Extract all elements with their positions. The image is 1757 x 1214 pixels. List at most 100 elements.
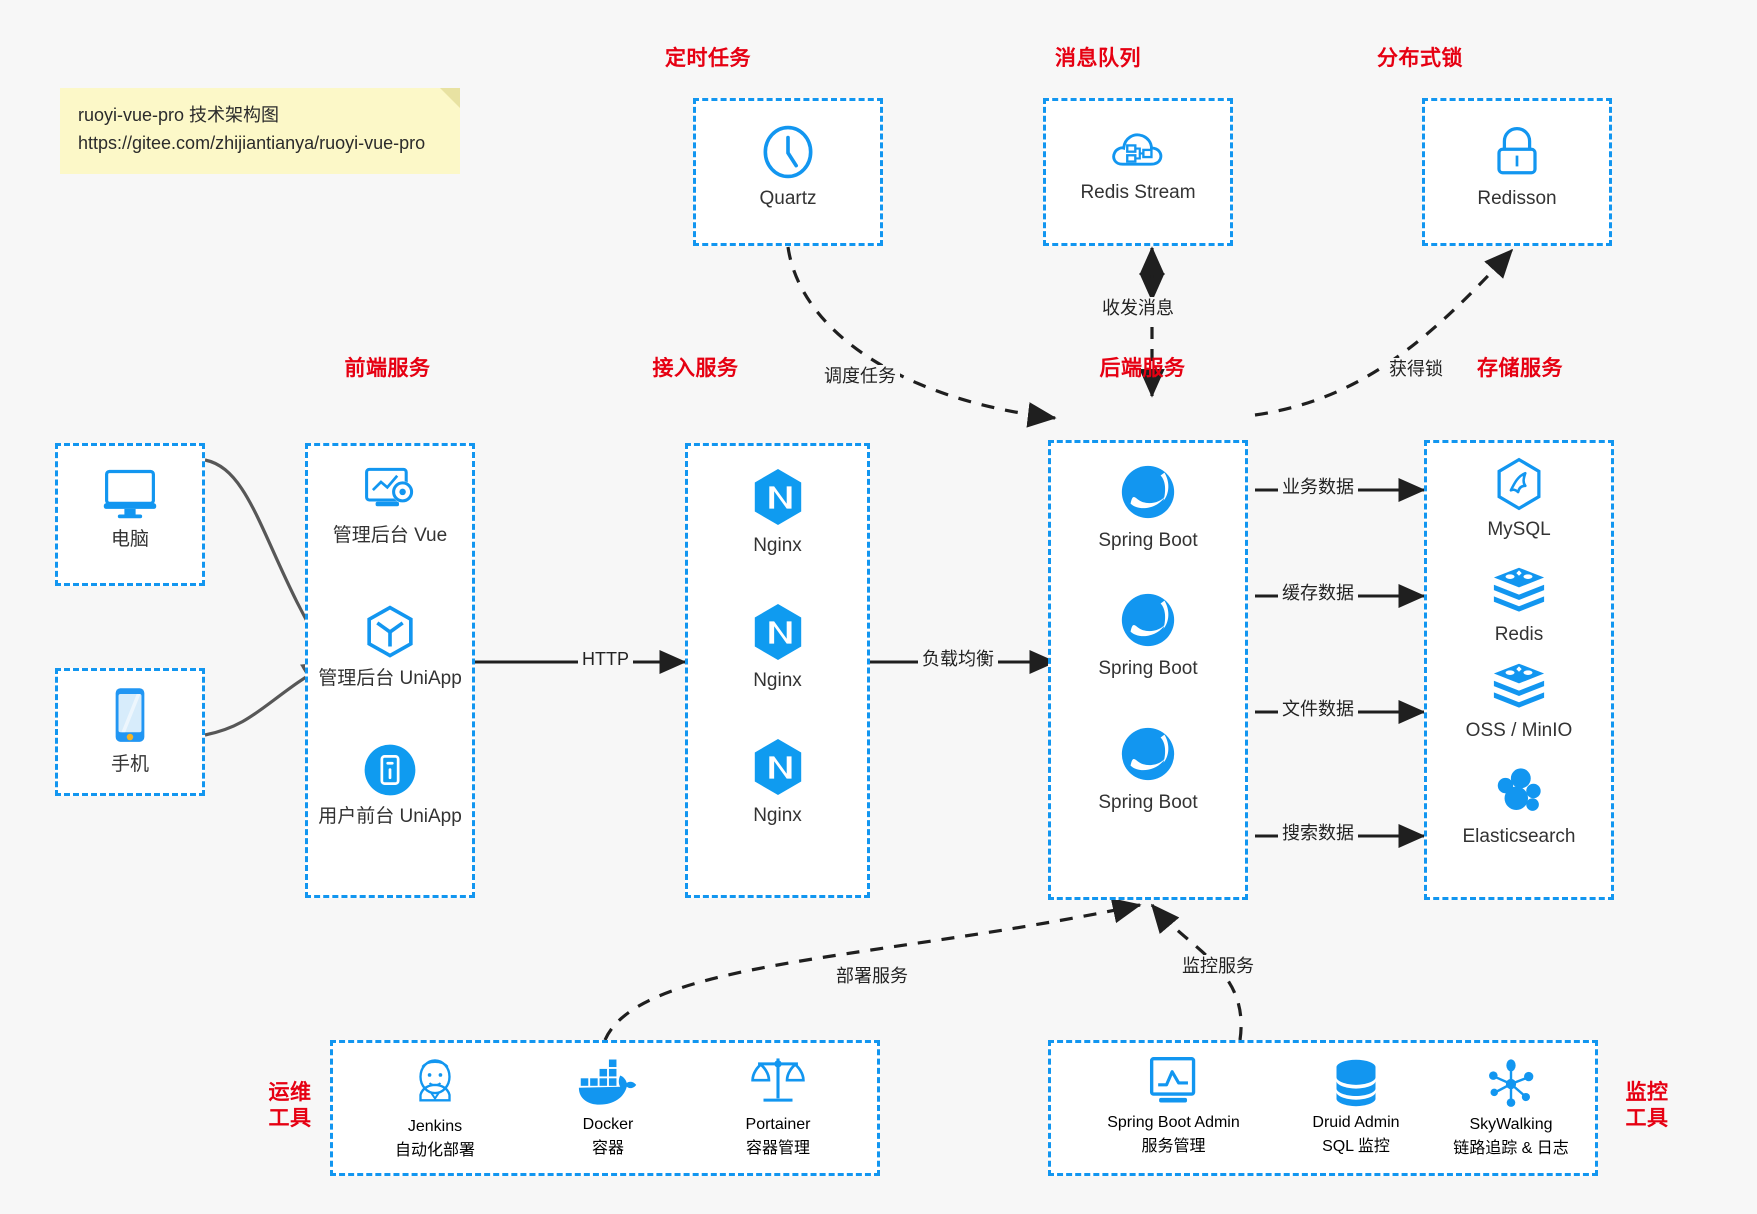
monitor-title-line-2: 工具 bbox=[1625, 1107, 1669, 1131]
node-skywalking[interactable]: SkyWalking 链路追踪 & 日志 bbox=[1421, 1057, 1601, 1158]
node-label: Nginx bbox=[753, 670, 802, 691]
node-jenkins[interactable]: Jenkins 自动化部署 bbox=[355, 1055, 515, 1160]
group-box-ops-tools: Jenkins 自动化部署 Docker 容器 bbox=[330, 1040, 880, 1176]
node-spring-boot-2[interactable]: Spring Boot bbox=[1051, 589, 1245, 682]
edge-label-monitor-service: 监控服务 bbox=[1178, 955, 1258, 979]
node-spring-boot-admin[interactable]: Spring Boot Admin 服务管理 bbox=[1066, 1055, 1281, 1156]
spring-boot-icon bbox=[1121, 727, 1175, 781]
node-label: Nginx bbox=[753, 805, 802, 826]
node-label: 管理后台 Vue bbox=[332, 525, 448, 546]
node-label: OSS / MinIO bbox=[1465, 720, 1573, 741]
node-elasticsearch[interactable]: Elasticsearch bbox=[1427, 763, 1611, 850]
node-docker[interactable]: Docker 容器 bbox=[528, 1055, 688, 1158]
nginx-icon bbox=[754, 468, 801, 526]
diagram-note: ruoyi-vue-pro 技术架构图 https://gitee.com/zh… bbox=[60, 88, 460, 174]
node-redisson[interactable]: Redisson bbox=[1425, 123, 1609, 212]
node-label: Spring Boot bbox=[1098, 658, 1198, 679]
dashboard-gear-icon bbox=[365, 467, 414, 507]
node-label: Redisson bbox=[1477, 188, 1557, 209]
node-label: Nginx bbox=[753, 535, 802, 556]
node-sublabel: 自动化部署 bbox=[394, 1142, 475, 1159]
note-fold-corner bbox=[440, 88, 460, 108]
node-spring-boot-1[interactable]: Spring Boot bbox=[1051, 461, 1245, 554]
redis-icon bbox=[1493, 663, 1545, 708]
group-title-distributed-lock: 分布式锁 bbox=[1377, 47, 1463, 70]
node-redis-stream[interactable]: Redis Stream bbox=[1046, 123, 1230, 206]
clock-icon bbox=[763, 125, 813, 179]
edge-label-cache-data: 缓存数据 bbox=[1278, 582, 1358, 606]
note-line-2: https://gitee.com/zhijiantianya/ruoyi-vu… bbox=[78, 132, 426, 153]
nginx-icon bbox=[754, 603, 801, 661]
edge-label-schedule-task: 调度任务 bbox=[820, 365, 900, 389]
node-redis[interactable]: Redis bbox=[1427, 565, 1611, 648]
redis-icon bbox=[1493, 567, 1545, 612]
edge-label-http: HTTP bbox=[578, 648, 633, 672]
node-sublabel: SQL 监控 bbox=[1322, 1138, 1390, 1155]
edge-label-file-data: 文件数据 bbox=[1278, 698, 1358, 722]
group-title-scheduled-task: 定时任务 bbox=[665, 47, 751, 70]
node-sublabel: 容器管理 bbox=[745, 1140, 810, 1157]
node-label: 电脑 bbox=[110, 529, 149, 550]
node-label: SkyWalking bbox=[1469, 1116, 1553, 1133]
node-nginx-2[interactable]: Nginx bbox=[688, 601, 867, 694]
note-line-1: ruoyi-vue-pro 技术架构图 bbox=[78, 105, 280, 125]
node-label: Quartz bbox=[759, 188, 817, 209]
group-title-message-queue: 消息队列 bbox=[1055, 47, 1141, 70]
group-title-monitor-tools: 监控 工具 bbox=[1612, 1080, 1682, 1133]
node-druid-admin[interactable]: Druid Admin SQL 监控 bbox=[1266, 1057, 1446, 1156]
group-title-ops-tools: 运维 工具 bbox=[255, 1080, 325, 1133]
node-sublabel: 链路追踪 & 日志 bbox=[1453, 1140, 1569, 1157]
node-spring-boot-3[interactable]: Spring Boot bbox=[1051, 723, 1245, 816]
docker-icon bbox=[578, 1059, 637, 1105]
node-quartz[interactable]: Quartz bbox=[696, 123, 880, 212]
node-oss-minio[interactable]: OSS / MinIO bbox=[1427, 661, 1611, 744]
node-desktop[interactable]: 电脑 bbox=[58, 464, 202, 553]
group-box-client-mobile: 手机 bbox=[55, 668, 205, 796]
node-label: 手机 bbox=[110, 754, 149, 775]
edge-label-search-data: 搜索数据 bbox=[1278, 822, 1358, 846]
node-label: Spring Boot bbox=[1098, 792, 1198, 813]
node-portainer[interactable]: Portainer 容器管理 bbox=[698, 1053, 858, 1158]
node-admin-uniapp[interactable]: 管理后台 UniApp bbox=[308, 603, 472, 692]
skywalking-icon bbox=[1489, 1059, 1534, 1107]
group-title-gateway: 接入服务 bbox=[652, 357, 739, 380]
node-label: Docker bbox=[582, 1116, 634, 1133]
node-label: Spring Boot Admin bbox=[1107, 1114, 1240, 1131]
mysql-icon bbox=[1497, 457, 1541, 511]
node-sublabel: 容器 bbox=[591, 1140, 624, 1157]
cloud-stream-icon bbox=[1112, 133, 1163, 166]
edge-label-load-balance: 负载均衡 bbox=[918, 648, 998, 672]
node-label: Redis bbox=[1494, 624, 1544, 645]
node-mysql[interactable]: MySQL bbox=[1427, 456, 1611, 543]
nginx-icon bbox=[754, 738, 801, 796]
node-nginx-3[interactable]: Nginx bbox=[688, 736, 867, 829]
monitor-title-line-1: 监控 bbox=[1625, 1081, 1669, 1104]
mobile-icon bbox=[115, 688, 145, 742]
node-admin-vue[interactable]: 管理后台 Vue bbox=[308, 464, 472, 549]
group-title-frontend: 前端服务 bbox=[344, 357, 431, 380]
database-icon bbox=[1336, 1059, 1376, 1107]
node-label: 用户前台 UniApp bbox=[318, 806, 462, 827]
node-label: Druid Admin bbox=[1312, 1114, 1400, 1131]
node-nginx-1[interactable]: Nginx bbox=[688, 466, 867, 559]
edge-label-business-data: 业务数据 bbox=[1278, 476, 1358, 500]
node-user-uniapp[interactable]: 用户前台 UniApp bbox=[308, 741, 472, 830]
edge-label-send-receive-message: 收发消息 bbox=[1098, 297, 1178, 321]
group-title-backend: 后端服务 bbox=[1099, 357, 1186, 380]
scales-icon bbox=[751, 1058, 805, 1102]
mobile-app-icon bbox=[364, 744, 416, 796]
group-box-frontend: 管理后台 Vue 管理后台 UniApp 用户前台 UniApp bbox=[305, 443, 475, 898]
group-box-monitor-tools: Spring Boot Admin 服务管理 Druid Admin SQL 监… bbox=[1048, 1040, 1598, 1176]
hexagon-uniapp-icon bbox=[367, 605, 413, 658]
elasticsearch-icon bbox=[1497, 768, 1541, 811]
group-box-client-desktop: 电脑 bbox=[55, 443, 205, 586]
ops-title-line-1: 运维 bbox=[268, 1081, 312, 1104]
group-title-storage: 存储服务 bbox=[1477, 357, 1563, 380]
monitor-chart-icon bbox=[1149, 1057, 1195, 1103]
ops-title-line-2: 工具 bbox=[268, 1107, 312, 1131]
group-box-storage: MySQL Redis OSS / MinIO bbox=[1424, 440, 1614, 900]
node-label: Redis Stream bbox=[1080, 182, 1196, 203]
node-mobile[interactable]: 手机 bbox=[58, 685, 202, 778]
group-box-gateway: Nginx Nginx Nginx bbox=[685, 443, 870, 898]
